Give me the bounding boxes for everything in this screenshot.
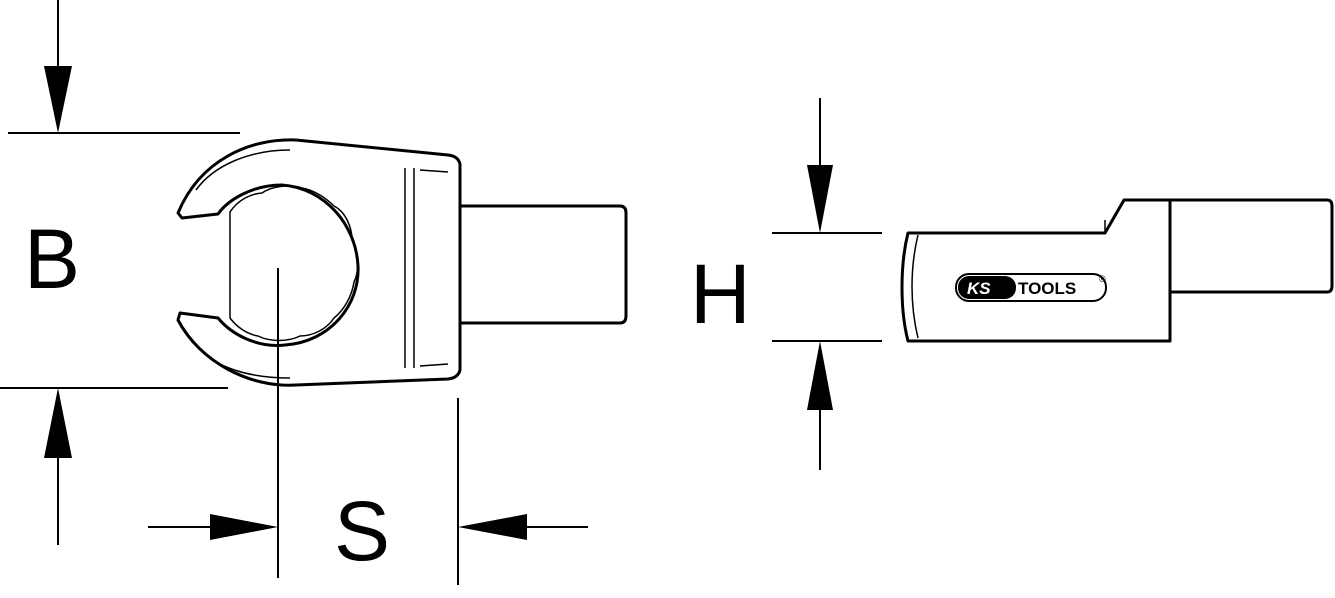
logo-ks-badge	[958, 276, 1016, 299]
logo-tools-text: TOOLS	[1018, 279, 1076, 298]
logo-registered-mark: ®	[1099, 274, 1106, 284]
dimension-b: B	[0, 0, 240, 545]
head-bevel	[404, 168, 449, 368]
h-label: H	[690, 247, 751, 341]
logo-ks-text: KS	[967, 279, 991, 298]
s-arrow-right	[458, 514, 527, 540]
h-arrow-bottom	[807, 341, 833, 410]
wrench-head	[176, 138, 462, 387]
side-end-curve	[911, 234, 919, 339]
ring-profile	[229, 185, 359, 342]
wrench-insert-side-view: KS TOOLS ®	[900, 198, 1334, 343]
b-arrow-bottom	[44, 388, 72, 458]
side-body	[900, 198, 1172, 343]
dimension-s: S	[148, 268, 588, 585]
dimension-h: H	[690, 98, 882, 470]
drive-tang	[458, 204, 628, 325]
side-drive-tang	[1166, 198, 1334, 294]
s-arrow-left	[210, 514, 278, 540]
s-label: S	[334, 484, 390, 578]
wrench-insert-top-view	[176, 138, 628, 387]
b-label: B	[24, 212, 80, 306]
h-arrow-top	[807, 165, 833, 233]
b-arrow-top	[44, 66, 72, 133]
ks-tools-logo: KS TOOLS ®	[955, 273, 1107, 302]
